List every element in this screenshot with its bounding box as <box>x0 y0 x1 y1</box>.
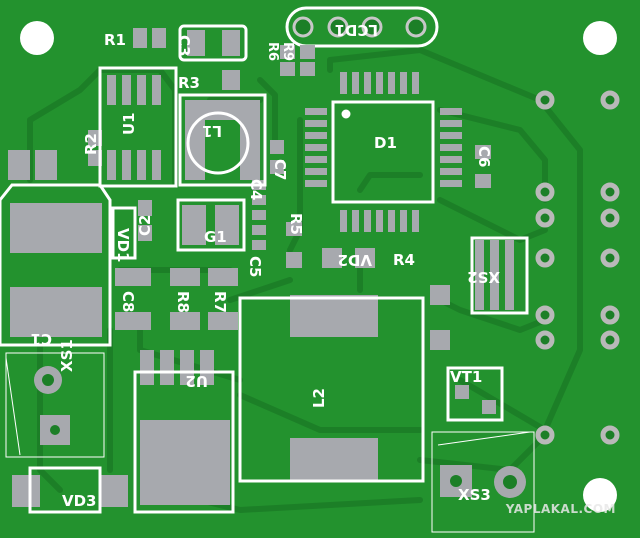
mounting-hole-top-left <box>20 21 54 55</box>
u1-outline <box>98 66 178 188</box>
label-d1: D1 <box>374 134 397 152</box>
xs1-outline <box>5 352 105 458</box>
label-r7: R7 <box>211 291 229 313</box>
label-r1: R1 <box>104 31 126 49</box>
label-u1: U1 <box>120 112 138 135</box>
label-r3: R3 <box>178 74 200 92</box>
label-c2: C2 <box>136 215 154 236</box>
label-xs1: XS1 <box>58 339 76 372</box>
g1-outline <box>176 198 246 252</box>
label-g1: G1 <box>204 228 227 246</box>
vt1-outline <box>446 366 504 422</box>
label-vd3: VD3 <box>62 492 97 510</box>
c1-outline <box>0 183 112 347</box>
xs3-outline <box>431 431 535 533</box>
label-c5: C5 <box>246 256 264 277</box>
label-c6: C6 <box>475 146 493 167</box>
xs2-outline <box>470 236 529 315</box>
label-c8: C8 <box>119 291 137 312</box>
silkscreen-labels: R1 C3 LCD1 R6 R9 R3 U1 R2 L1 D1 C6 C7 C4… <box>31 21 500 510</box>
label-c3: C3 <box>175 35 193 56</box>
label-r6: R6 <box>265 42 280 61</box>
label-vd1: VD1 <box>114 228 132 263</box>
label-vt1: VT1 <box>450 368 482 386</box>
label-r5: R5 <box>287 213 305 235</box>
label-xs3: XS3 <box>458 486 491 504</box>
label-r2: R2 <box>82 133 100 155</box>
vd3-outline <box>28 466 102 514</box>
round-pad-holes <box>42 374 517 489</box>
mounting-hole-top-right <box>583 21 617 55</box>
label-l1: L1 <box>202 122 222 140</box>
mounting-hole-bottom-right <box>583 478 617 512</box>
lcd1-outline <box>285 6 439 48</box>
label-c4: C4 <box>247 179 265 200</box>
mounting-holes <box>20 21 617 512</box>
lcd1-pads <box>292 16 427 38</box>
d1-outline <box>331 100 435 204</box>
label-r9: R9 <box>280 42 295 61</box>
connector-outlines <box>5 352 535 533</box>
c3-outline <box>178 24 248 62</box>
label-r8: R8 <box>174 291 192 313</box>
label-c1: C1 <box>31 330 52 348</box>
label-vd2: VD2 <box>338 251 373 269</box>
u2-outline <box>133 370 235 514</box>
through-hole-pads <box>535 90 620 445</box>
silkscreen-outlines <box>0 24 529 514</box>
label-u2: U2 <box>185 372 208 390</box>
vd1-outline <box>111 206 137 260</box>
watermark: YAPLAKAL.COM <box>505 502 616 516</box>
l2-outline <box>238 296 425 483</box>
label-xs2: XS2 <box>467 268 500 286</box>
l1-circle <box>186 111 250 175</box>
label-l2: L2 <box>310 388 328 408</box>
label-r4: R4 <box>393 251 415 269</box>
l1-outline <box>178 93 267 187</box>
label-lcd1: LCD1 <box>335 21 378 39</box>
smd-pads <box>8 28 514 507</box>
label-c7: C7 <box>271 159 289 180</box>
